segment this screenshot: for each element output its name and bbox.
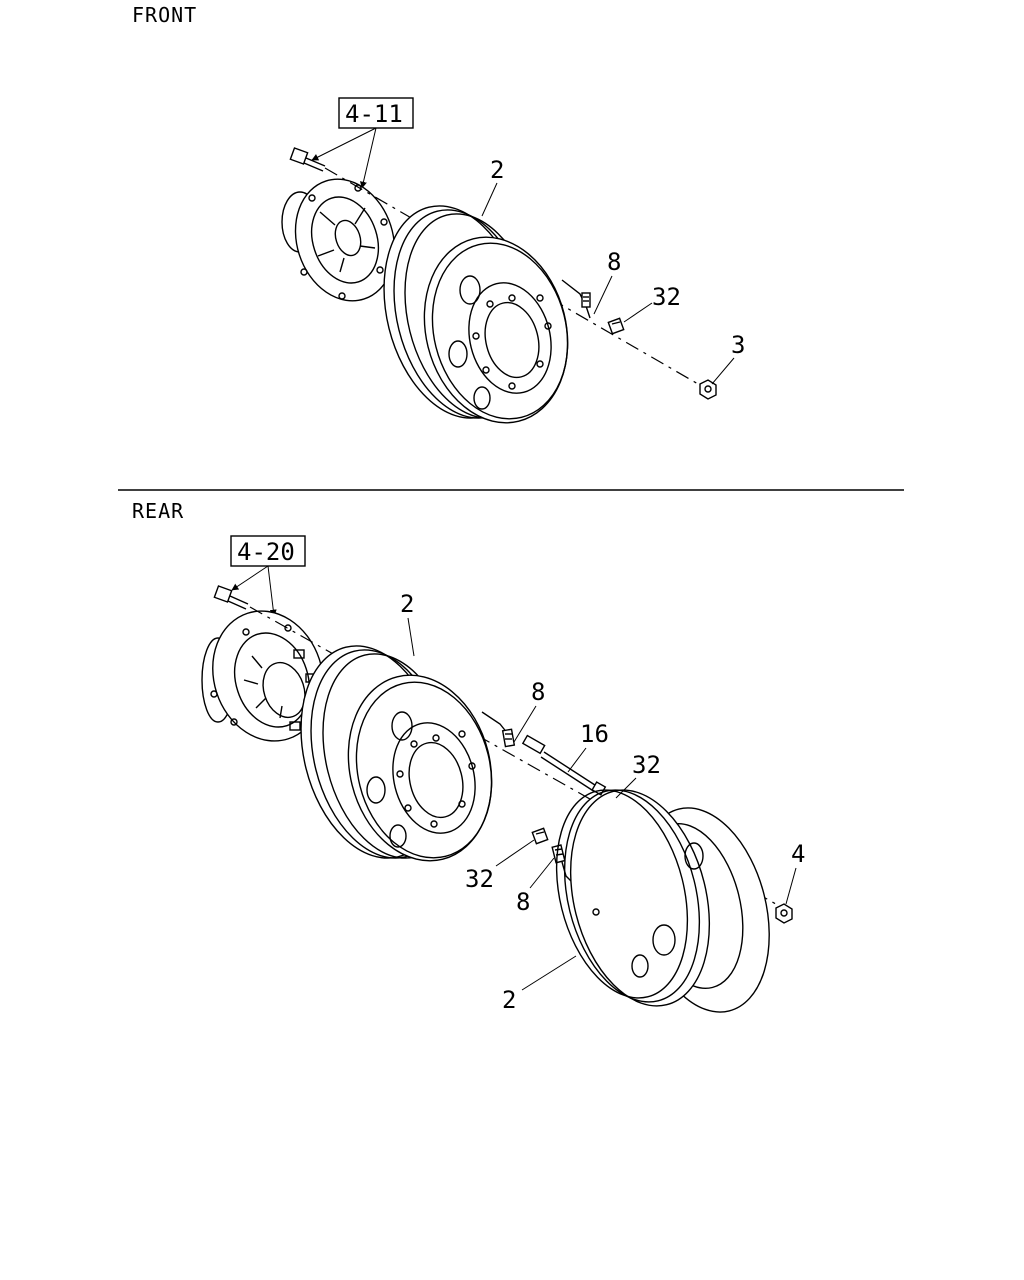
front-hub xyxy=(281,178,396,302)
rear-callout-inner-cap: 32 xyxy=(632,751,661,779)
front-wheel-rim xyxy=(383,205,569,424)
front-hub-bolt xyxy=(289,147,326,172)
rear-callout-nut: 4 xyxy=(791,840,805,868)
front-valve-cap xyxy=(607,317,625,335)
front-wheel-nut xyxy=(699,379,717,400)
rear-ref-box-label: 4-20 xyxy=(237,538,295,566)
rear-ref-box[interactable]: 4-20 xyxy=(230,535,306,567)
rear-section-label: REAR xyxy=(132,499,184,523)
rear-callout-outer-valve: 8 xyxy=(516,888,530,916)
rear-inner-valve xyxy=(481,711,516,748)
front-ref-box[interactable]: 4-11 xyxy=(338,97,414,129)
front-callout-nut: 3 xyxy=(731,331,745,359)
rear-inner-wheel-rim xyxy=(300,645,493,862)
front-ref-box-label: 4-11 xyxy=(345,100,403,128)
rear-outer-wheel-rim xyxy=(555,789,770,1013)
rear-wheel-nut xyxy=(775,903,793,924)
front-callout-valve: 8 xyxy=(607,248,621,276)
rear-hub-bolt xyxy=(213,585,249,610)
rear-callout-inner-rim: 2 xyxy=(400,590,414,618)
rear-outer-valve xyxy=(551,844,577,887)
rear-valve-extension xyxy=(521,734,607,796)
rear-hub xyxy=(201,610,324,742)
rear-callout-inner-valve: 8 xyxy=(531,678,545,706)
front-callout-rim: 2 xyxy=(490,156,504,184)
rear-callout-outer-cap: 32 xyxy=(465,865,494,893)
front-callout-cap: 32 xyxy=(652,283,681,311)
rear-callout-extension: 16 xyxy=(580,720,609,748)
front-section-label: FRONT xyxy=(132,3,197,27)
rear-outer-cap xyxy=(531,827,549,845)
front-valve xyxy=(561,279,591,319)
rear-callout-outer-rim: 2 xyxy=(502,986,516,1014)
